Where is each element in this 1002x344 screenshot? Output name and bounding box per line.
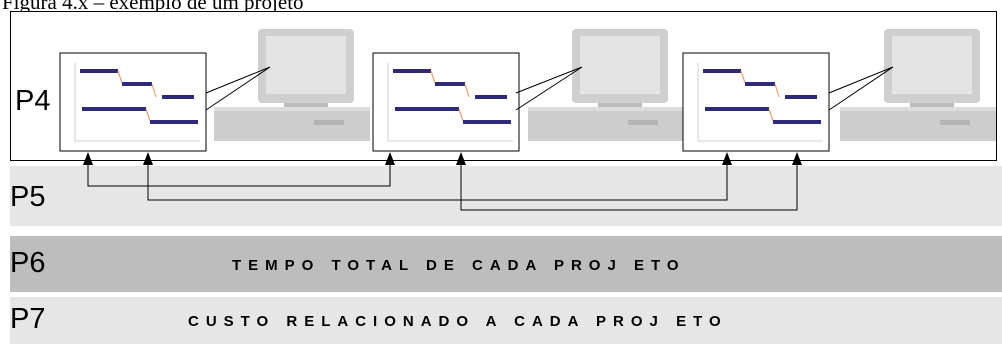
row-label-p4: P4 bbox=[15, 85, 51, 117]
gantt-chart-icon bbox=[682, 52, 830, 152]
connector-line bbox=[147, 156, 728, 201]
computer-icon bbox=[840, 29, 996, 141]
computer-icon bbox=[528, 29, 684, 141]
gantt-chart-icon bbox=[59, 52, 207, 152]
arrowhead bbox=[792, 152, 802, 165]
row-text-p7: CUSTO RELACIONADO A CADA PROJ ETO bbox=[188, 313, 728, 330]
callout-pointer bbox=[515, 66, 583, 111]
callout-pointer bbox=[205, 66, 271, 111]
arrowhead bbox=[143, 152, 153, 165]
row-label-p5: P5 bbox=[10, 181, 46, 213]
arrowhead bbox=[385, 152, 395, 165]
arrowhead bbox=[456, 152, 466, 165]
row-label-p7: P7 bbox=[10, 303, 46, 335]
arrowhead bbox=[83, 152, 93, 165]
gantt-chart-icon bbox=[372, 52, 520, 152]
row-p7-background bbox=[10, 297, 1002, 344]
computer-icon bbox=[214, 29, 370, 141]
arrowhead bbox=[722, 152, 732, 165]
connector-line bbox=[87, 156, 391, 187]
callout-pointer bbox=[828, 66, 894, 111]
row-label-p6: P6 bbox=[10, 247, 46, 279]
connector-line bbox=[460, 156, 798, 211]
top-caption: Figura 4.x – exemplo de um projeto bbox=[2, 0, 304, 14]
row-p6-background bbox=[10, 236, 1002, 292]
row-p5-background bbox=[10, 166, 1002, 226]
row-text-p6: TEMPO TOTAL DE CADA PROJ ETO bbox=[232, 257, 686, 274]
